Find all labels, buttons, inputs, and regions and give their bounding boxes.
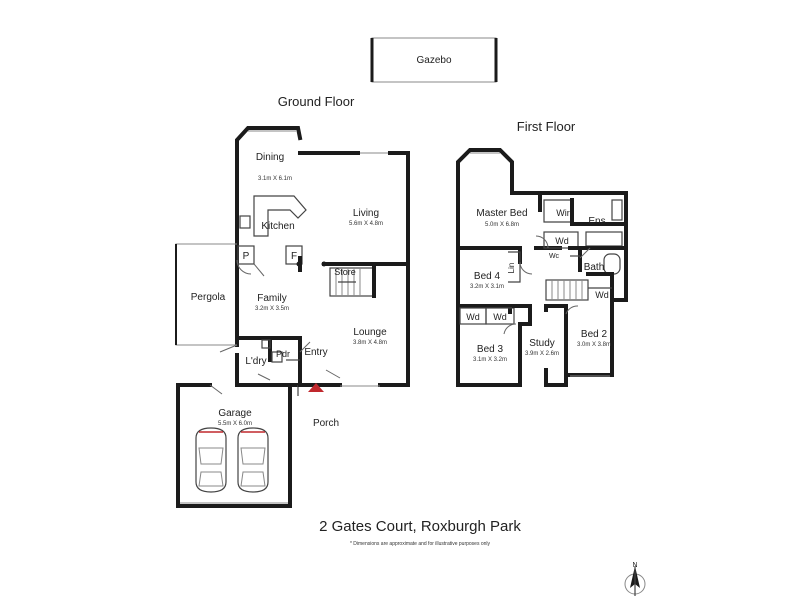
room-label-wir: Wir bbox=[556, 208, 570, 218]
gazebo: Gazebo bbox=[370, 37, 498, 83]
first-floor-title: First Floor bbox=[517, 119, 576, 134]
ground-floor-plan bbox=[219, 126, 410, 396]
room-dim-garage: 5.5m X 6.0m bbox=[218, 421, 252, 427]
room-label-powder: Pdr bbox=[276, 349, 290, 359]
room-label-bed2: Bed 2 bbox=[581, 329, 608, 340]
first-floor-plan bbox=[456, 148, 628, 387]
room-label-wd-bed3-a: Wd bbox=[466, 312, 480, 322]
room-label-pergola: Pergola bbox=[191, 292, 226, 303]
room-dim-study: 3.9m X 2.6m bbox=[525, 351, 559, 357]
room-label-bed3: Bed 3 bbox=[477, 344, 504, 355]
room-label-wd-master: Wd bbox=[555, 236, 569, 246]
room-dim-master-bed: 5.0m X 6.8m bbox=[485, 222, 519, 228]
room-label-bed4: Bed 4 bbox=[474, 271, 501, 282]
room-dim-bed3: 3.1m X 3.2m bbox=[473, 357, 507, 363]
room-label-wd-stair: Wd bbox=[595, 290, 609, 300]
room-label-lounge: Lounge bbox=[353, 327, 387, 338]
gazebo-label: Gazebo bbox=[416, 55, 451, 66]
room-label-study: Study bbox=[529, 338, 555, 349]
room-dim-lounge: 3.8m X 4.8m bbox=[353, 340, 387, 346]
room-label-living: Living bbox=[353, 208, 379, 219]
room-label-wc: Wc bbox=[549, 253, 560, 260]
room-label-wd-bed3-b: Wd bbox=[493, 312, 507, 322]
room-dim-family: 3.2m X 3.5m bbox=[255, 306, 289, 312]
room-label-pantry: P bbox=[243, 251, 250, 262]
garage bbox=[176, 383, 292, 508]
compass-label: N bbox=[632, 562, 637, 569]
address-title: 2 Gates Court, Roxburgh Park bbox=[319, 518, 521, 535]
room-label-fridge: F bbox=[291, 251, 297, 262]
room-label-laundry: L'dry bbox=[245, 356, 266, 367]
pergola bbox=[175, 243, 237, 346]
room-label-store: Store bbox=[334, 267, 356, 277]
ground-floor-title: Ground Floor bbox=[278, 94, 355, 109]
room-label-garage: Garage bbox=[218, 408, 252, 419]
room-dim-bed2: 3.0m X 3.8m bbox=[577, 342, 611, 348]
room-label-bath: Bath bbox=[584, 262, 605, 273]
room-dim-living: 5.6m X 4.8m bbox=[349, 221, 383, 227]
room-label-master-bed: Master Bed bbox=[476, 208, 527, 219]
room-label-entry: Entry bbox=[304, 347, 327, 358]
room-label-family: Family bbox=[257, 293, 286, 304]
room-dim-bed4: 3.2m X 3.1m bbox=[470, 284, 504, 290]
car-icon bbox=[237, 427, 269, 493]
north-arrow-icon: N bbox=[624, 562, 646, 596]
disclaimer-note: * Dimensions are approximate and for ill… bbox=[350, 541, 491, 547]
room-dim-kitchen: 3.1m X 6.1m bbox=[258, 176, 292, 182]
room-label-dining: Dining bbox=[256, 152, 284, 163]
room-label-ens: Ens bbox=[588, 216, 605, 227]
car-icon bbox=[195, 427, 227, 493]
room-label-lin: Lin bbox=[507, 263, 516, 274]
room-label-porch: Porch bbox=[313, 418, 339, 429]
room-label-kitchen: Kitchen bbox=[261, 221, 294, 232]
